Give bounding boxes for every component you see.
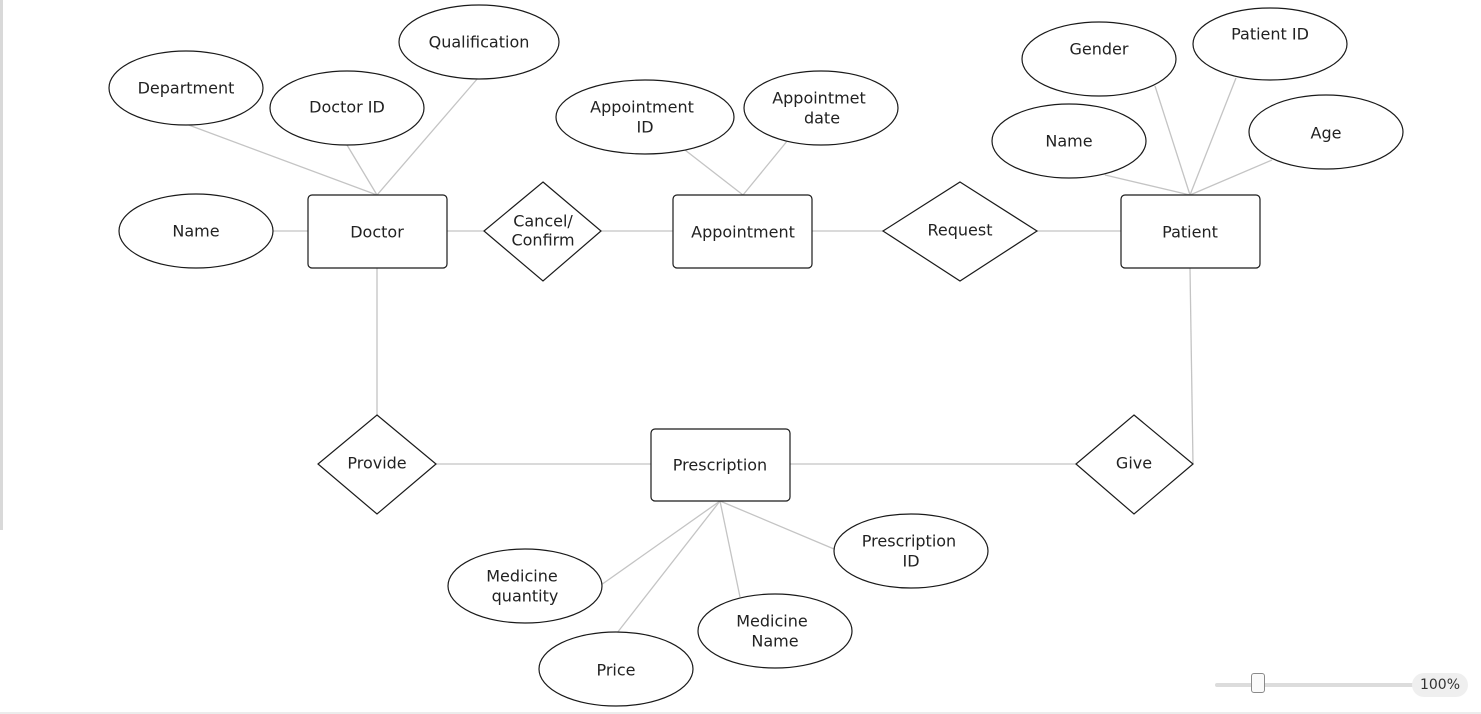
entity-prescription[interactable] [650,428,791,502]
line-qualification-doctor [376,77,479,196]
relationship-provide[interactable] [317,414,437,515]
label-relationship-provide: Provide [347,454,406,473]
relationship-cancel-confirm[interactable] [483,181,602,282]
connector-lines [185,77,1273,634]
attribute-patient-name[interactable] [991,103,1147,179]
attribute-medicine-name[interactable] [697,593,853,669]
relationship-request[interactable] [881,181,1039,282]
attribute-age[interactable] [1248,94,1404,170]
label-entity-doctor: Doctor [350,223,404,242]
label-doctor-name: Name [172,222,219,241]
label-appointment-date-line2: date [804,109,840,128]
line-doctorid-doctor [346,144,378,196]
label-entity-patient: Patient [1162,223,1218,242]
label-medicine-name-line2: Name [751,632,798,651]
line-age-patient [1189,159,1273,196]
attribute-gender[interactable] [1021,21,1177,97]
attribute-prescription-id[interactable] [833,513,989,589]
entity-doctor[interactable] [307,194,448,269]
label-patient-name: Name [1045,132,1092,151]
label-doctor-id: Doctor ID [309,98,385,117]
canvas-bottom-border [0,712,1481,714]
line-prescription-quantity [600,500,721,586]
label-prescription-id-line1: Prescription [862,532,956,551]
label-entity-prescription: Prescription [673,456,767,475]
label-relationship-request: Request [928,221,993,240]
attribute-doctor-id[interactable] [269,70,425,146]
attribute-doctor-name[interactable] [118,193,274,269]
label-appointment-id-line1: Appointment [590,98,694,117]
line-gender-patient [1154,85,1191,196]
line-patientid-patient [1189,77,1237,196]
label-gender: Gender [1070,40,1129,59]
line-department-doctor [185,123,378,196]
entity-appointment[interactable] [672,194,813,269]
attribute-patient-id[interactable] [1192,7,1348,81]
label-medicine-name-line1: Medicine [736,612,807,631]
label-medicine-quantity-line1: Medicine [486,567,557,586]
attribute-qualification[interactable] [398,4,560,80]
line-name-patient [1104,174,1191,196]
label-prescription-id-line2: ID [902,552,919,571]
label-entity-appointment: Appointment [691,223,795,242]
zoom-slider-track[interactable] [1215,683,1415,687]
attribute-price[interactable] [538,631,694,707]
label-relationship-give: Give [1116,454,1152,473]
label-relationship-cancel-line2: Confirm [511,231,574,250]
label-medicine-quantity-line2: quantity [492,587,559,606]
canvas-left-border [0,0,3,530]
label-age: Age [1311,124,1342,143]
label-price: Price [596,661,635,680]
line-prescription-prescriptionid [719,500,835,550]
line-appointmentdate-appointment [742,139,789,196]
label-patient-id: Patient ID [1231,25,1309,44]
attribute-medicine-quantity[interactable] [447,548,603,624]
line-prescription-price [616,500,721,634]
label-department: Department [138,79,235,98]
line-appointmentid-appointment [684,149,744,196]
zoom-control: 100% [1212,672,1474,698]
attribute-appointment-id[interactable] [555,79,735,155]
zoom-slider-thumb[interactable] [1251,673,1265,693]
line-prescription-medicinename [719,500,741,598]
zoom-level-label: 100% [1412,673,1468,697]
attribute-department[interactable] [108,50,264,126]
attribute-appointment-date[interactable] [743,70,899,146]
line-patient-give [1189,267,1194,465]
label-appointment-date-line1: Appointmet [772,89,866,108]
entity-patient[interactable] [1120,194,1261,269]
label-appointment-id-line2: ID [636,118,653,137]
relationship-give[interactable] [1075,414,1194,515]
label-qualification: Qualification [429,33,530,52]
label-relationship-cancel-line1: Cancel/ [513,212,573,231]
